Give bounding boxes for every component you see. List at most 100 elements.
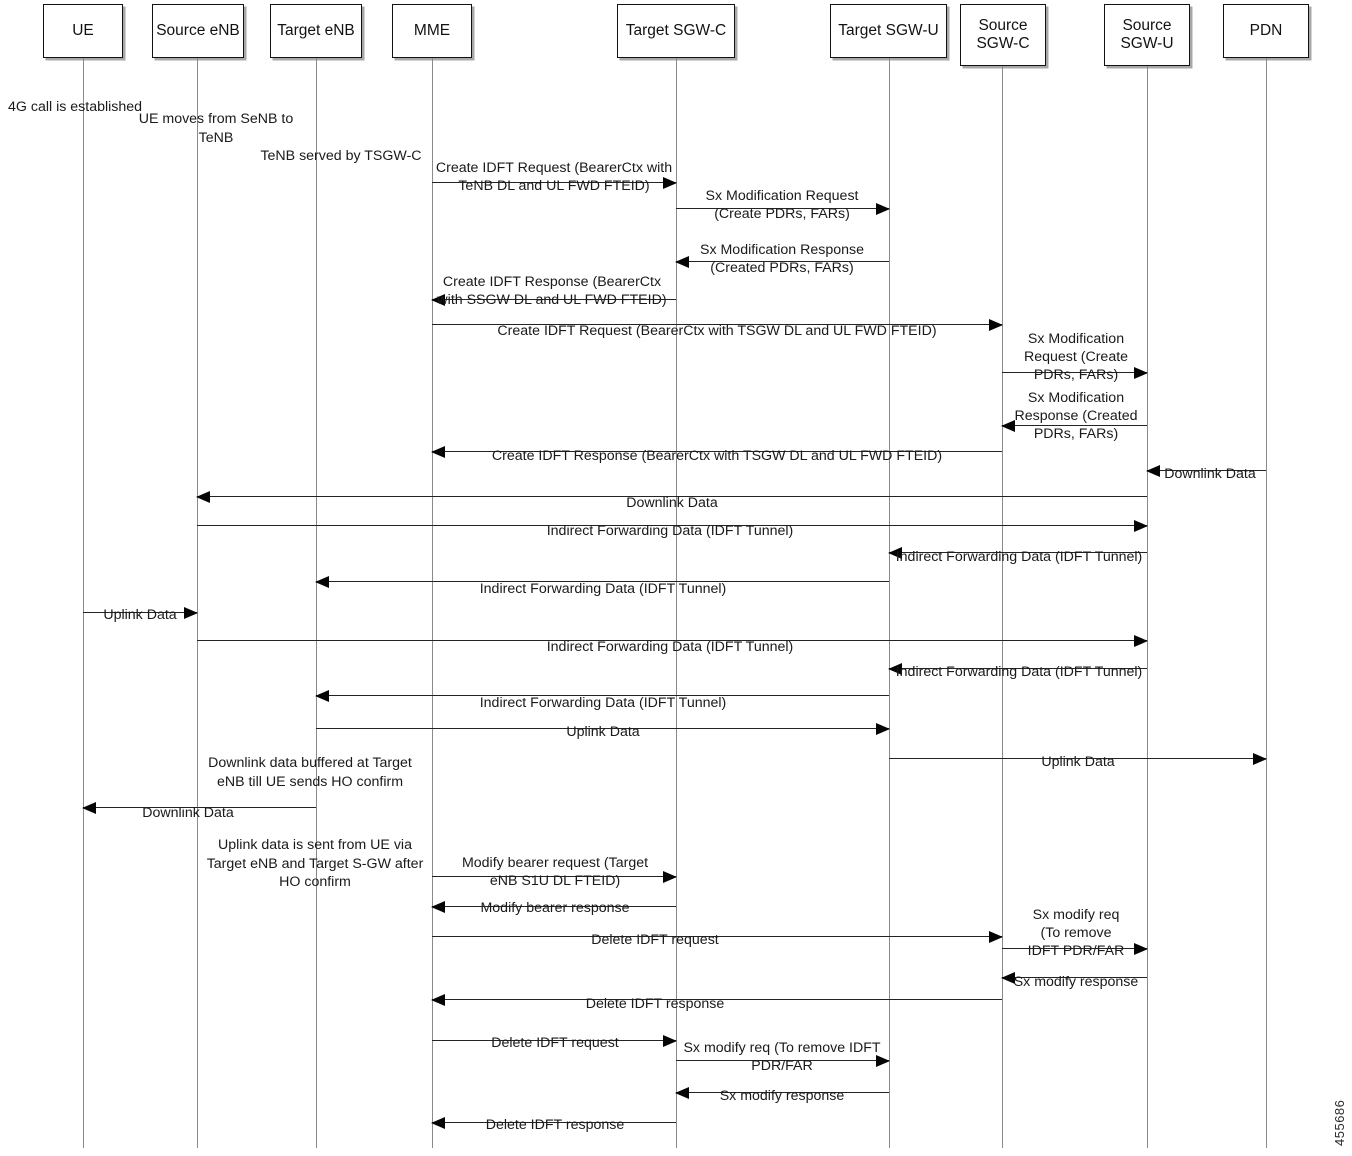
message-label-m06: Sx Modification Request (Create PDRs, FA… (1023, 330, 1129, 383)
actor-label-source-enb: Source eNB (156, 21, 240, 39)
lifeline-target-sgw-u (889, 58, 891, 1148)
message-label-m10: Downlink Data (626, 494, 718, 511)
message-arrow-m13 (315, 575, 889, 588)
message-label-m02: Sx Modification Request (Create PDRs, FA… (705, 187, 859, 222)
message-arrow-m11 (197, 519, 1148, 532)
message-label-m30: Delete IDFT response (485, 1116, 625, 1133)
message-arrow-m29 (675, 1086, 889, 1099)
arrowhead-left-icon (196, 490, 210, 503)
actor-box-source-sgw-c: Source SGW-C (960, 4, 1046, 66)
arrowhead-left-icon (431, 900, 445, 913)
message-arrow-m24 (1002, 942, 1148, 955)
note-uplink-sent-after-ho: Uplink data is sent from UE via Target e… (196, 818, 434, 892)
message-arrow-m15 (197, 634, 1148, 647)
arrowhead-right-icon (989, 930, 1003, 943)
message-arrow-m18 (316, 722, 890, 735)
lifeline-source-sgw-c (1002, 66, 1004, 1148)
lifeline-target-enb (316, 58, 318, 1148)
message-arrow-m30 (431, 1116, 676, 1129)
arrowhead-left-icon (675, 255, 689, 268)
message-arrow-m25 (1001, 971, 1147, 984)
actor-label-pdn: PDN (1249, 21, 1283, 39)
message-arrow-m08 (431, 445, 1002, 458)
arrowhead-right-icon (1134, 366, 1148, 379)
arrowhead-left-icon (431, 993, 445, 1006)
note-text: Downlink data buffered at Target eNB til… (208, 755, 412, 790)
lifeline-mme (432, 58, 434, 1148)
message-label-m03: Sx Modification Response (Created PDRs, … (699, 241, 865, 276)
arrowhead-right-icon (184, 606, 198, 619)
arrowhead-right-icon (989, 318, 1003, 331)
actor-box-target-sgw-c: Target SGW-C (617, 4, 735, 58)
message-label-m29: Sx modify response (719, 1087, 845, 1104)
message-arrow-m19 (889, 752, 1267, 765)
message-arrow-m16 (888, 662, 1147, 675)
message-label-m12: Indirect Forwarding Data (IDFT Tunnel) (895, 548, 1143, 565)
arrowhead-right-icon (663, 870, 677, 883)
message-label-m19: Uplink Data (1041, 753, 1115, 770)
actor-box-source-enb: Source eNB (152, 4, 244, 58)
message-arrow-m27 (432, 1034, 677, 1047)
arrowhead-right-icon (876, 722, 890, 735)
arrowhead-left-icon (82, 801, 96, 814)
message-arrow-m14 (83, 606, 198, 619)
message-label-m05: Create IDFT Request (BearerCtx with TSGW… (497, 322, 937, 339)
arrowhead-right-icon (1134, 634, 1148, 647)
message-arrow-m04 (431, 293, 676, 306)
message-arrow-m23 (432, 930, 1003, 943)
arrowhead-left-icon (1146, 464, 1160, 477)
message-arrow-m20 (82, 801, 316, 814)
note-downlink-buffered: Downlink data buffered at Target eNB til… (196, 736, 424, 791)
message-label-m22: Modify bearer response (480, 899, 630, 916)
actor-label-target-enb: Target eNB (277, 21, 355, 39)
note-text: UE moves from SeNB to TeNB (138, 111, 294, 146)
note-4g-call-established: 4G call is established (8, 80, 248, 117)
message-arrow-m06 (1002, 366, 1148, 379)
arrowhead-left-icon (1001, 971, 1015, 984)
message-arrow-m05 (432, 318, 1003, 331)
actor-label-source-sgw-c: Source SGW-C (976, 16, 1030, 52)
arrowhead-right-icon (1253, 752, 1267, 765)
arrowhead-right-icon (1134, 519, 1148, 532)
actor-label-mme: MME (413, 21, 451, 39)
message-label-m11: Indirect Forwarding Data (IDFT Tunnel) (546, 522, 794, 539)
arrowhead-right-icon (663, 1034, 677, 1047)
message-label-m07: Sx Modification Response (Created PDRs, … (1014, 389, 1138, 442)
lifeline-ue (83, 58, 85, 1148)
arrowhead-left-icon (888, 662, 902, 675)
message-arrow-m03 (675, 255, 889, 268)
lifeline-pdn (1266, 58, 1268, 1148)
message-arrow-m10 (196, 490, 1147, 503)
actor-box-target-sgw-u: Target SGW-U (830, 4, 947, 58)
message-arrow-m28 (676, 1054, 890, 1067)
arrowhead-right-icon (663, 176, 677, 189)
note-text: Uplink data is sent from UE via Target e… (206, 837, 424, 891)
message-arrow-m07 (1001, 419, 1147, 432)
actor-label-target-sgw-c: Target SGW-C (625, 21, 727, 39)
arrowhead-left-icon (315, 575, 329, 588)
actor-box-pdn: PDN (1223, 4, 1309, 58)
message-arrow-m26 (431, 993, 1002, 1006)
arrowhead-left-icon (888, 546, 902, 559)
note-tenb-served: TeNB served by TSGW-C (236, 129, 446, 166)
arrowhead-left-icon (315, 689, 329, 702)
message-label-m14: Uplink Data (103, 606, 177, 623)
arrowhead-left-icon (431, 293, 445, 306)
lifeline-target-sgw-c (676, 58, 678, 1148)
message-label-m27: Delete IDFT request (491, 1034, 619, 1051)
lifeline-source-sgw-u (1147, 66, 1149, 1148)
arrowhead-left-icon (675, 1086, 689, 1099)
message-label-m01: Create IDFT Request (BearerCtx with TeNB… (435, 159, 673, 194)
message-label-m23: Delete IDFT request (591, 931, 719, 948)
lifeline-source-enb (197, 58, 199, 1148)
message-label-m09: Downlink Data (1164, 465, 1256, 482)
message-arrow-m21 (432, 870, 677, 883)
actor-label-ue: UE (72, 21, 94, 39)
message-label-m28: Sx modify req (To remove IDFT PDR/FAR (683, 1039, 881, 1074)
arrowhead-left-icon (431, 445, 445, 458)
actor-label-target-sgw-u: Target SGW-U (838, 21, 939, 39)
actor-label-source-sgw-u: Source SGW-U (1120, 16, 1174, 52)
message-label-m04: Create IDFT Response (BearerCtx with SSG… (437, 273, 667, 308)
note-text: TeNB served by TSGW-C (260, 148, 422, 165)
